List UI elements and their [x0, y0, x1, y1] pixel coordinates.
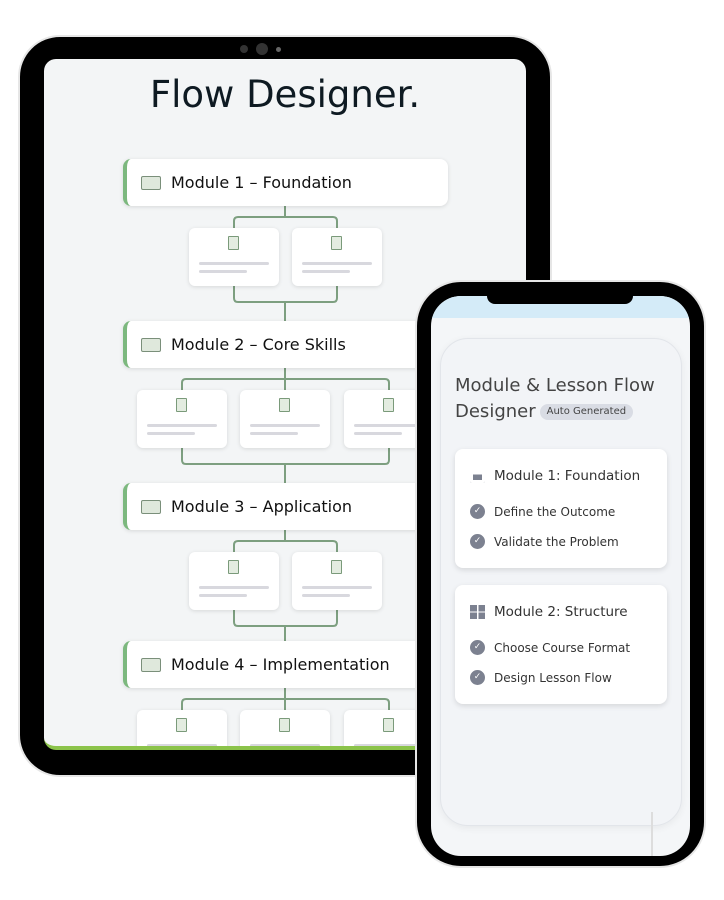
- folder-icon: [141, 175, 161, 190]
- placeholder-line: [302, 586, 372, 589]
- document-icon: [176, 718, 187, 732]
- placeholder-line: [199, 270, 247, 273]
- placeholder-line: [250, 744, 320, 746]
- module-header: Module 2: Structure: [470, 604, 628, 620]
- document-icon: [176, 398, 187, 412]
- placeholder-line: [250, 424, 320, 427]
- document-icon: [331, 560, 342, 574]
- lesson-label: Design Lesson Flow: [494, 670, 612, 685]
- lesson-label: Define the Outcome: [494, 504, 616, 519]
- document-icon: [331, 236, 342, 250]
- auto-generated-badge: Auto Generated: [539, 404, 634, 420]
- check-circle-icon: ✓: [470, 534, 485, 549]
- grid-icon: [470, 605, 485, 619]
- placeholder-line: [147, 432, 195, 435]
- document-icon: [383, 398, 394, 412]
- module-card[interactable]: Module 4 – Implementation: [123, 641, 448, 688]
- camera-icon: [240, 43, 281, 55]
- document-icon: [279, 398, 290, 412]
- flow-connectors: [181, 206, 390, 710]
- module-header: Module 1: Foundation: [470, 468, 640, 484]
- lesson-card[interactable]: [189, 228, 279, 286]
- placeholder-line: [302, 262, 372, 265]
- folder-icon: [141, 657, 161, 672]
- lesson-label: Choose Course Format: [494, 640, 631, 655]
- lesson-card[interactable]: [292, 552, 382, 610]
- document-icon: [383, 718, 394, 732]
- lesson-item[interactable]: ✓ Validate the Problem: [470, 534, 619, 549]
- module-label: Module 2 – Core Skills: [171, 335, 346, 354]
- module-title: Module 2: Structure: [494, 604, 628, 620]
- check-circle-icon: ✓: [470, 670, 485, 685]
- placeholder-line: [199, 262, 269, 265]
- document-icon: [228, 236, 239, 250]
- lesson-item[interactable]: ✓ Design Lesson Flow: [470, 670, 612, 685]
- placeholder-line: [354, 432, 402, 435]
- module-card[interactable]: Module 2: Structure ✓ Choose Course Format…: [455, 585, 667, 704]
- user-box-icon: [470, 469, 485, 483]
- placeholder-line: [302, 594, 350, 597]
- placeholder-line: [199, 594, 247, 597]
- document-icon: [279, 718, 290, 732]
- placeholder-line: [250, 432, 298, 435]
- module-card[interactable]: Module 2 – Core Skills: [123, 321, 448, 368]
- lesson-item[interactable]: ✓ Choose Course Format: [470, 640, 630, 655]
- placeholder-line: [354, 744, 424, 746]
- module-label: Module 1 – Foundation: [171, 173, 352, 192]
- page-title: Flow Designer.: [149, 73, 421, 116]
- folder-icon: [141, 499, 161, 514]
- module-card[interactable]: Module 3 – Application: [123, 483, 448, 530]
- document-icon: [228, 560, 239, 574]
- lesson-card[interactable]: [137, 710, 227, 746]
- check-circle-icon: ✓: [470, 504, 485, 519]
- lesson-card[interactable]: [240, 390, 330, 448]
- module-label: Module 3 – Application: [171, 497, 353, 516]
- module-title: Module 1: Foundation: [494, 468, 641, 484]
- placeholder-line: [147, 744, 217, 746]
- lesson-card[interactable]: [292, 228, 382, 286]
- lesson-label: Validate the Problem: [494, 534, 619, 549]
- panel-title-text: Module & Lesson Flow Designer: [455, 375, 655, 422]
- check-circle-icon: ✓: [470, 640, 485, 655]
- module-card[interactable]: Module 1 – Foundation: [123, 159, 448, 206]
- lesson-card[interactable]: [189, 552, 279, 610]
- notch: [487, 296, 633, 304]
- scrollbar[interactable]: [651, 812, 653, 856]
- placeholder-line: [354, 424, 424, 427]
- placeholder-line: [302, 270, 350, 273]
- module-card[interactable]: Module 1: Foundation✓Define the Outcome✓…: [455, 449, 667, 568]
- folder-icon: [141, 337, 161, 352]
- lesson-item[interactable]: ✓ Define the Outcome: [470, 504, 615, 519]
- placeholder-line: [199, 586, 269, 589]
- module-label: Module 4 – Implementation: [171, 655, 390, 674]
- placeholder-line: [147, 424, 217, 427]
- lesson-card[interactable]: [240, 710, 330, 746]
- lesson-card[interactable]: [137, 390, 227, 448]
